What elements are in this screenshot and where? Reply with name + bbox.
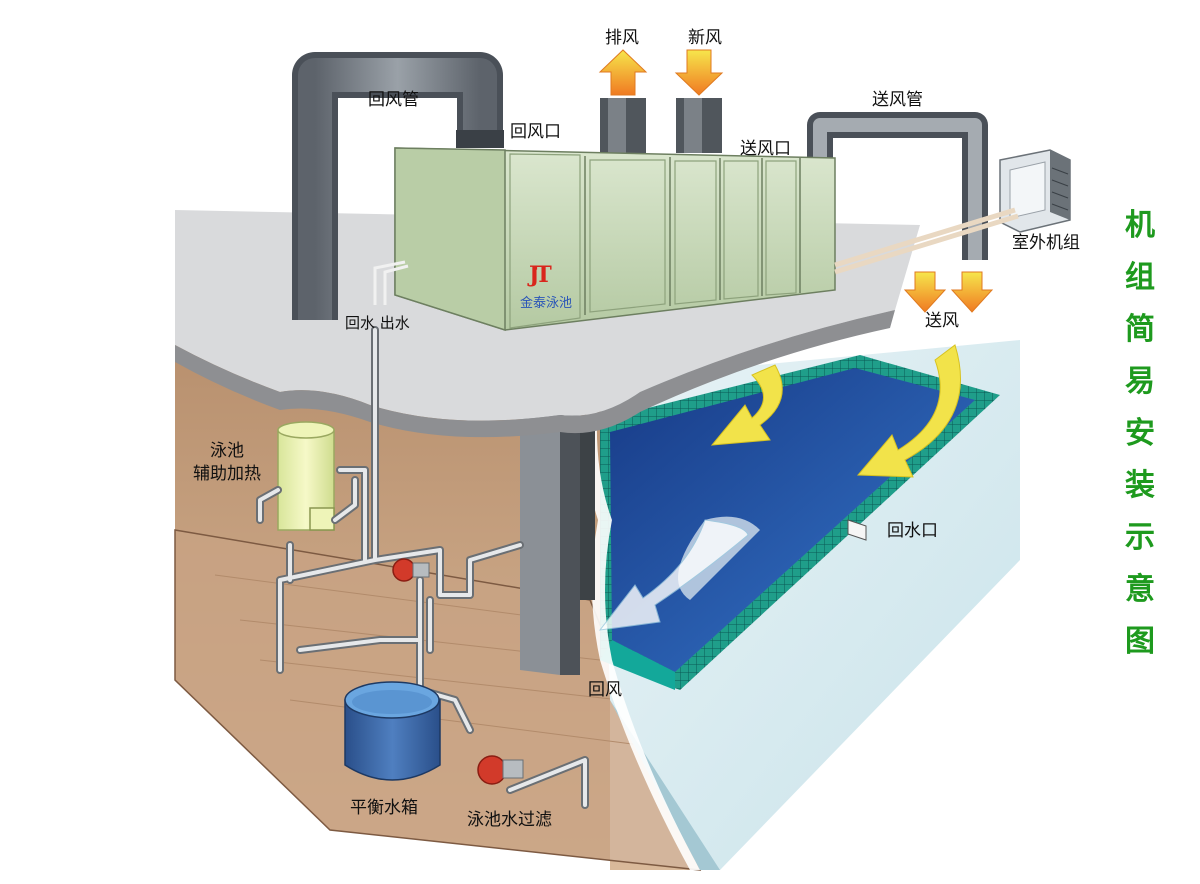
title-char: 意	[1125, 572, 1155, 607]
label-water-return-inlet: 回水口	[887, 521, 938, 541]
label-return-inlet: 回风口	[510, 122, 561, 142]
label-pool-filter: 泳池水过滤	[467, 810, 552, 830]
exhaust-stack	[600, 98, 646, 153]
filter-pump	[477, 755, 524, 785]
title-char: 安	[1125, 416, 1155, 451]
fresh-air-arrow	[674, 49, 724, 96]
label-fresh-air: 新风	[688, 28, 722, 48]
title-char: 图	[1125, 624, 1155, 659]
label-supply-duct: 送风管	[872, 90, 923, 110]
plumbing	[256, 326, 589, 809]
wall-cut-edge	[585, 380, 700, 870]
title-char: 组	[1125, 260, 1155, 295]
label-supply-outlet: 送风口	[740, 139, 791, 159]
title-char: 易	[1125, 364, 1155, 399]
title-char: 装	[1125, 468, 1155, 503]
label-water-return-out: 回水 出水	[345, 314, 410, 332]
title-char: 简	[1125, 312, 1155, 347]
balance-tank	[344, 681, 441, 781]
label-aux-heating-line1: 泳池	[210, 441, 244, 461]
return-air-column	[520, 410, 595, 675]
label-balance-tank: 平衡水箱	[350, 798, 418, 818]
return-duct	[292, 52, 504, 320]
title-char: 机	[1125, 208, 1155, 243]
return-airflow-arrow	[598, 519, 749, 631]
unit-water-pipes	[373, 260, 409, 305]
fresh-air-stack	[676, 98, 722, 153]
air-handling-unit	[394, 147, 836, 332]
label-aux-heating-line2: 辅助加热	[193, 464, 261, 484]
brand-logo: JT	[529, 262, 552, 288]
supply-air-arrows	[903, 271, 994, 313]
vertical-title: 机 组 简 易 安 装 示 意 图	[1120, 200, 1160, 668]
circulation-pump	[392, 558, 430, 582]
label-return-duct: 回风管	[368, 90, 419, 110]
outdoor-unit	[834, 149, 1071, 275]
auxiliary-heater	[277, 421, 335, 531]
exhaust-arrow	[598, 49, 648, 96]
label-exhaust: 排风	[605, 28, 639, 48]
title-char: 示	[1125, 520, 1155, 555]
label-return-air: 回风	[588, 680, 622, 700]
label-supply-air: 送风	[925, 311, 959, 331]
label-outdoor-unit: 室外机组	[1012, 233, 1080, 253]
brand-name: 金泰泳池	[520, 296, 573, 311]
airflow-arrows	[710, 344, 962, 478]
